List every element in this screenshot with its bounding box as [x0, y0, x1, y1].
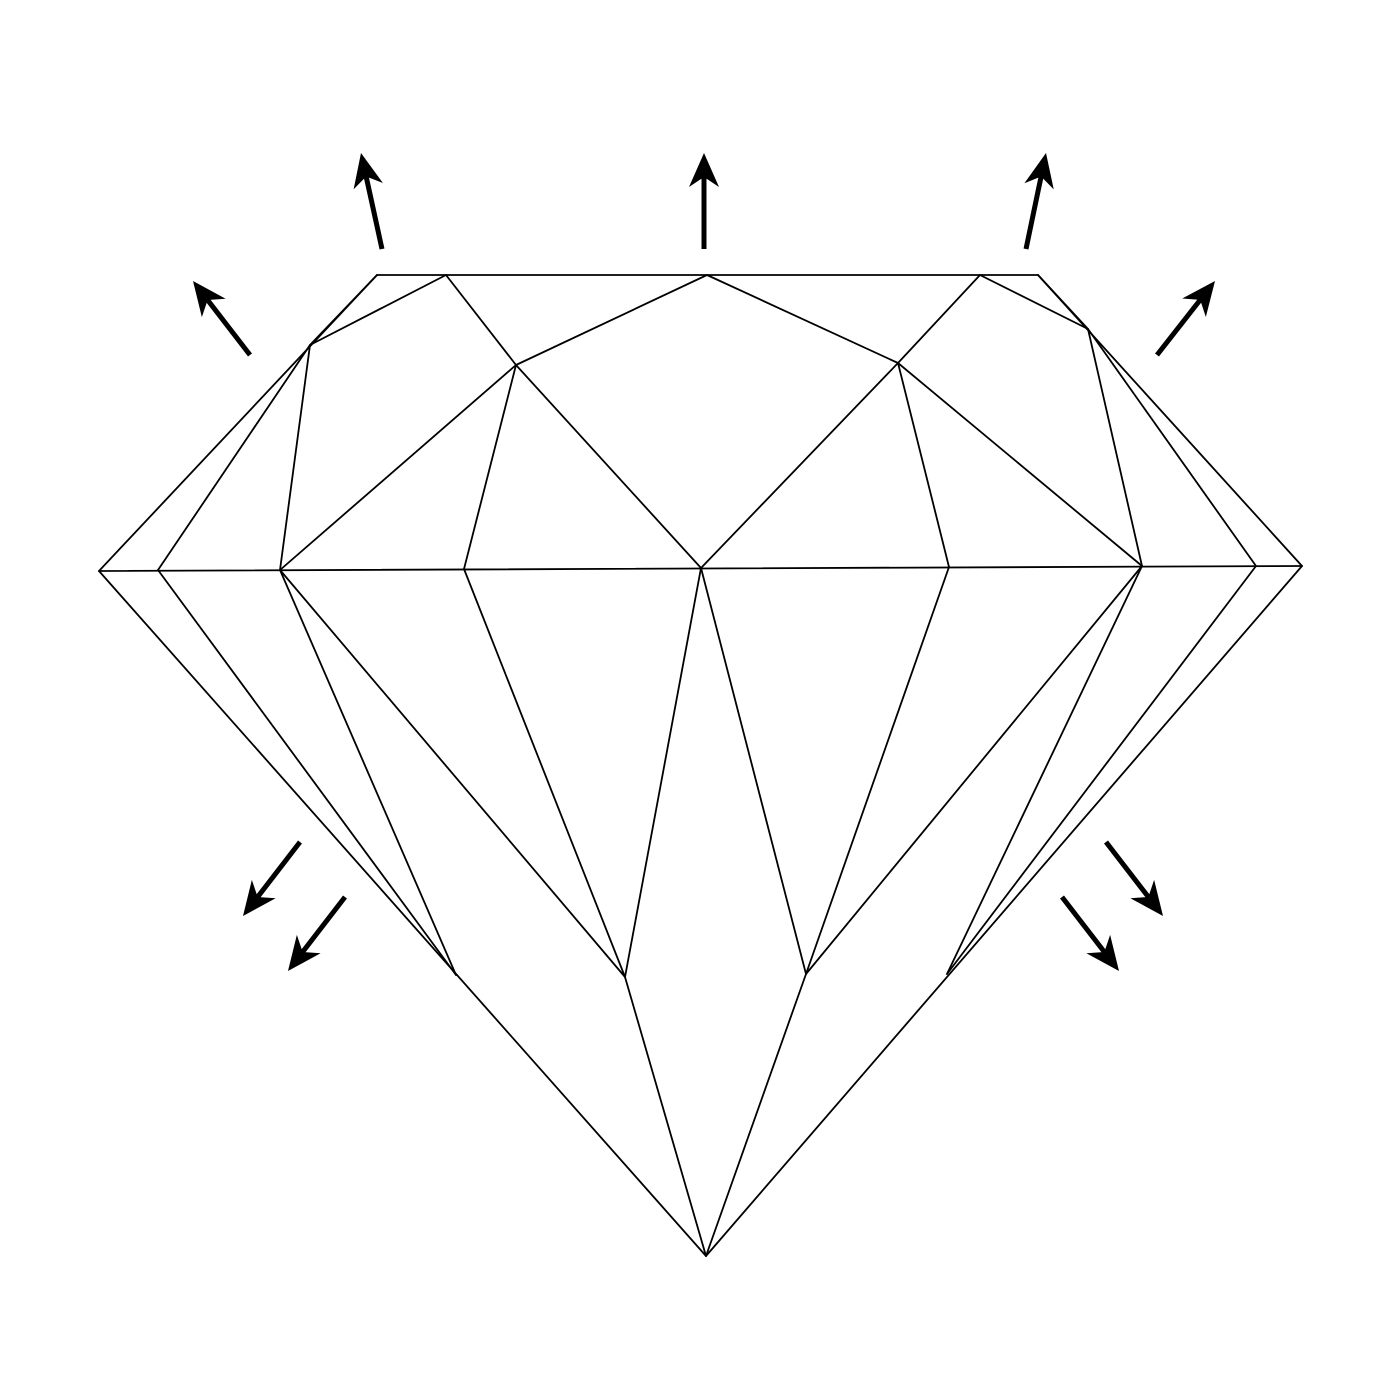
arrowhead [1024, 153, 1054, 190]
facet-edge [706, 274, 899, 364]
arrow-lower-left-inner-icon [288, 895, 347, 971]
arrow-shaft [294, 895, 347, 962]
facet-edge [309, 274, 378, 346]
facet-edge [157, 344, 311, 571]
facet-edge [463, 364, 517, 570]
arrow-lower-left-outer-icon [243, 840, 302, 916]
arrowhead [1182, 281, 1215, 318]
arrow-top-left-icon [353, 153, 385, 250]
facet-edge [279, 569, 626, 978]
facet-edge [309, 274, 447, 346]
facet-edge [279, 569, 457, 976]
arrowhead [193, 281, 226, 318]
facet-edge [1087, 328, 1257, 567]
facet-edge [979, 274, 1089, 330]
facet-edge [805, 566, 950, 975]
arrow-lower-right-outer-icon [1104, 840, 1163, 916]
facet-edge [463, 568, 626, 978]
facet-edge [279, 344, 311, 571]
arrowhead [243, 879, 276, 916]
arrowhead [353, 153, 383, 190]
facet-edge [624, 567, 702, 978]
facet-edge [98, 570, 707, 1257]
arrow-shaft [1155, 290, 1209, 357]
facet-edge [700, 567, 807, 975]
arrow-shaft [199, 290, 252, 357]
arrow-upper-right-icon [1155, 281, 1215, 357]
facet-edge [515, 274, 708, 366]
facet-edge [705, 973, 807, 1257]
facet-edge [897, 362, 950, 568]
facet-edge [700, 362, 899, 569]
arrow-top-center-icon [689, 153, 719, 249]
facet-edge [445, 274, 517, 366]
facet-edge [897, 274, 981, 364]
facet-edge [705, 565, 1303, 1257]
facet-edge [946, 565, 1257, 975]
facet-edge [279, 364, 517, 571]
arrowhead [1130, 879, 1163, 916]
arrowhead [689, 153, 719, 187]
arrowhead [288, 934, 321, 971]
facet-edge [805, 565, 1143, 975]
facet-edge [515, 364, 702, 569]
arrow-upper-left-icon [193, 281, 252, 357]
arrowhead [1086, 934, 1119, 971]
facet-edge [897, 362, 1143, 567]
arrow-top-right-icon [1023, 153, 1054, 250]
arrow-lower-right-inner-icon [1060, 895, 1119, 971]
light-arrows [193, 153, 1215, 971]
arrow-shaft [1060, 895, 1113, 962]
arrow-shaft [249, 840, 302, 907]
facet-edge [157, 569, 457, 976]
facet-edge [1037, 274, 1089, 330]
diamond-outline [98, 274, 1303, 1257]
arrow-shaft [361, 166, 385, 250]
arrow-shaft [1104, 840, 1157, 907]
facet-edge [624, 976, 707, 1257]
facet-edge [946, 565, 1143, 975]
arrow-shaft [1023, 166, 1046, 250]
facet-edge [1087, 328, 1143, 567]
